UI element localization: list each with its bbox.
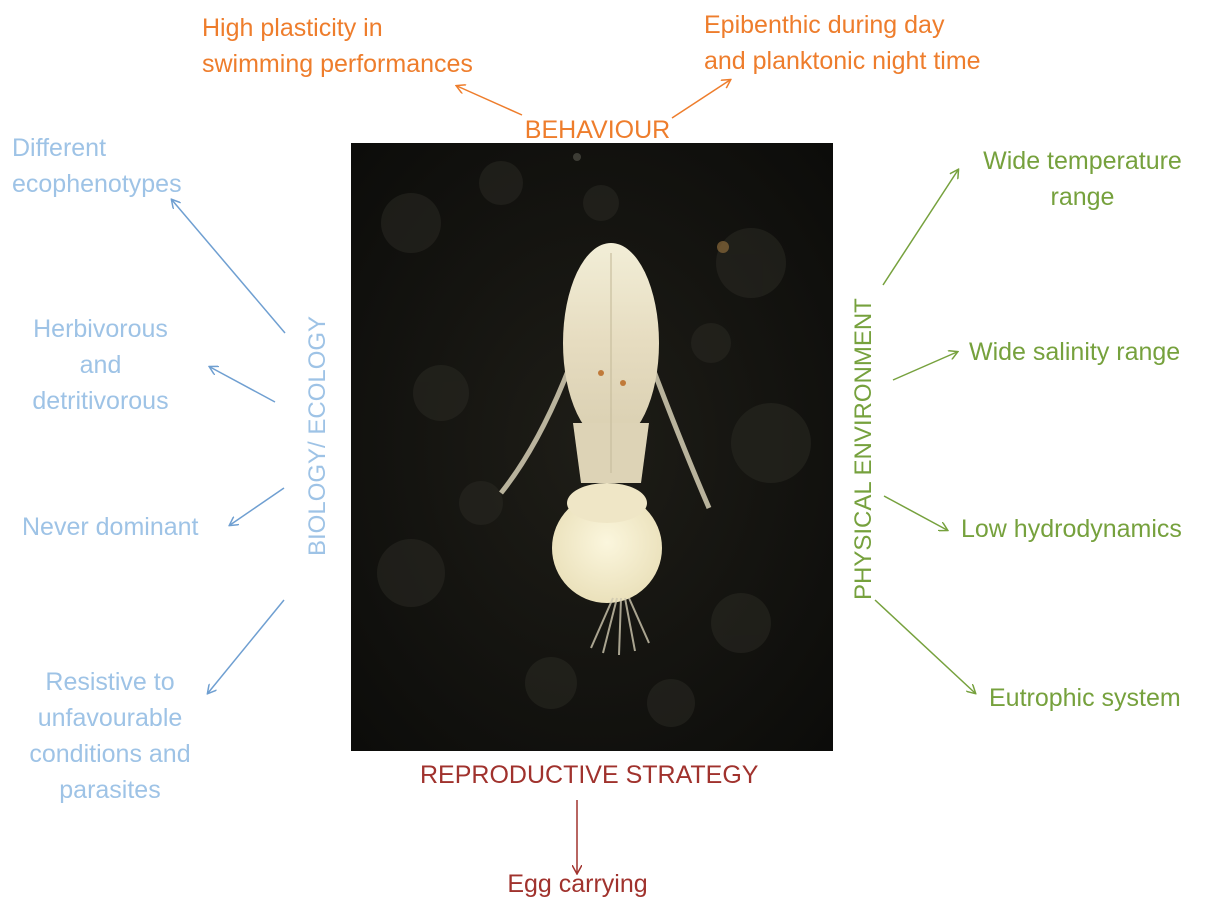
arrow-behaviour-1 [457, 86, 522, 115]
biology-item-1-line-1: Different [12, 130, 182, 166]
copepod-photo [351, 143, 833, 751]
physical-heading: PHYSICAL ENVIRONMENT [849, 300, 879, 600]
behaviour-item-1: High plasticity in swimming performances [202, 10, 473, 82]
arrow-physical-2 [893, 352, 957, 380]
biology-item-4-line-1: Resistive to [10, 664, 210, 700]
arrow-behaviour-2 [672, 80, 730, 118]
physical-item-1-line-1: Wide temperature [960, 143, 1205, 179]
physical-item-3-line-1: Low hydrodynamics [961, 511, 1182, 547]
physical-item-2: Wide salinity range [969, 334, 1180, 370]
reproductive-heading: REPRODUCTIVE STRATEGY [420, 757, 755, 793]
arrow-biology-4 [208, 600, 284, 693]
physical-item-2-line-1: Wide salinity range [969, 334, 1180, 370]
physical-item-3: Low hydrodynamics [961, 511, 1182, 547]
biology-item-2-line-1: Herbivorous [8, 311, 193, 347]
reproductive-item-1: Egg carrying [490, 866, 665, 902]
biology-item-4: Resistive to unfavourable conditions and… [10, 664, 210, 808]
biology-item-4-line-2: unfavourable [10, 700, 210, 736]
behaviour-item-2-line-1: Epibenthic during day [704, 7, 981, 43]
behaviour-item-2: Epibenthic during day and planktonic nig… [704, 7, 981, 79]
arrow-physical-4 [875, 600, 975, 693]
behaviour-heading: BEHAVIOUR [520, 112, 675, 148]
biology-item-2-line-2: and [8, 347, 193, 383]
physical-item-1-line-2: range [960, 179, 1205, 215]
physical-item-1: Wide temperature range [960, 143, 1205, 215]
biology-item-2: Herbivorous and detritivorous [8, 311, 193, 419]
biology-item-2-line-3: detritivorous [8, 383, 193, 419]
behaviour-item-2-line-2: and planktonic night time [704, 43, 981, 79]
behaviour-item-1-line-1: High plasticity in [202, 10, 473, 46]
biology-item-1-line-2: ecophenotypes [12, 166, 182, 202]
physical-item-4: Eutrophic system [989, 680, 1181, 716]
arrow-biology-3 [230, 488, 284, 525]
biology-item-3: Never dominant [22, 509, 198, 545]
biology-item-1: Different ecophenotypes [12, 130, 182, 202]
arrow-physical-3 [884, 496, 947, 530]
arrow-biology-2 [210, 367, 275, 402]
arrow-physical-1 [883, 170, 958, 285]
physical-item-4-line-1: Eutrophic system [989, 680, 1181, 716]
biology-item-4-line-4: parasites [10, 772, 210, 808]
biology-item-4-line-3: conditions and [10, 736, 210, 772]
reproductive-item-1-line-1: Egg carrying [490, 866, 665, 902]
behaviour-item-1-line-2: swimming performances [202, 46, 473, 82]
biology-heading: BIOLOGY/ ECOLOGY [303, 356, 333, 556]
biology-item-3-line-1: Never dominant [22, 509, 198, 545]
